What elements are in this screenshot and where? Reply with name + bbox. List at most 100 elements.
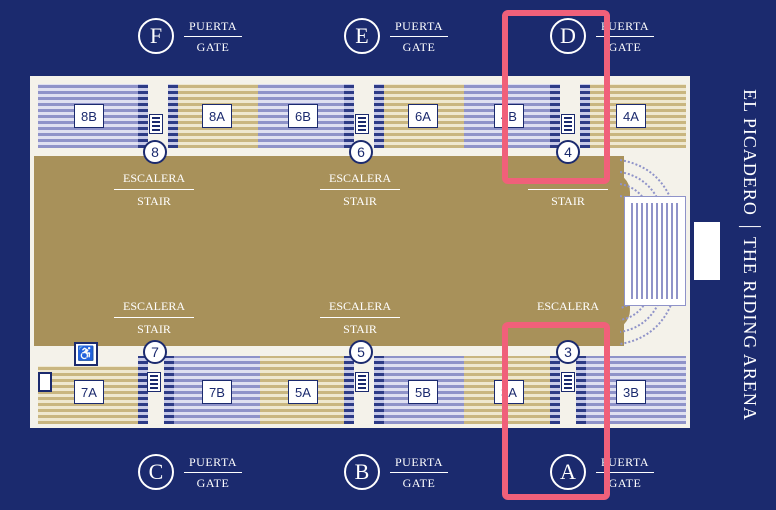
venue-title-es: EL PICADERO (740, 89, 761, 216)
wheelchair-icon: ♿ (74, 342, 98, 366)
gate-divider (596, 471, 654, 473)
venue-title-divider (739, 225, 761, 227)
gate-label: PUERTA GATE (596, 456, 654, 489)
gate-label-es: PUERTA (189, 454, 237, 469)
stair-label-en: STAIR (137, 322, 171, 336)
gate-divider (390, 35, 448, 37)
gate-label-es: PUERTA (189, 18, 237, 33)
highlight-gate-a (502, 322, 610, 500)
stair-number-8[interactable]: 8 (143, 140, 167, 164)
stair-label-en: STAIR (343, 322, 377, 336)
stairs-icon (147, 372, 161, 392)
section-3b-label[interactable]: 3B (616, 380, 646, 404)
gate-letter: A (550, 454, 586, 490)
venue-title: EL PICADERO THE RIDING ARENA (730, 70, 770, 440)
gate-label-en: GATE (402, 475, 436, 490)
stair-label-en: STAIR (343, 194, 377, 208)
gate-d: D PUERTA GATE (550, 18, 654, 54)
aisle-3-right (576, 356, 586, 424)
section-6a-label[interactable]: 6A (408, 104, 438, 128)
stair-label-divider (320, 189, 400, 190)
stair-label: ESCALERA (528, 300, 608, 312)
aisle-8-left (138, 84, 148, 148)
gate-divider (184, 35, 242, 37)
door-icon (38, 372, 52, 392)
gate-divider (184, 471, 242, 473)
stairs-icon (355, 372, 369, 392)
gate-label-en: GATE (196, 475, 230, 490)
aisle-4-right (580, 84, 590, 148)
gate-label-en: GATE (608, 39, 642, 54)
gate-label: PUERTA GATE (390, 20, 448, 53)
gate-label: PUERTA GATE (184, 456, 242, 489)
stair-number-3[interactable]: 3 (556, 340, 580, 364)
stair-number-4[interactable]: 4 (556, 140, 580, 164)
gate-f: F PUERTA GATE (138, 18, 242, 54)
stair-number-5[interactable]: 5 (349, 340, 373, 364)
gate-label: PUERTA GATE (596, 20, 654, 53)
gate-e: E PUERTA GATE (344, 18, 448, 54)
riding-floor (34, 156, 624, 346)
aisle-8-right (168, 84, 178, 148)
aisle-4-left (550, 84, 560, 148)
stair-label-en: STAIR (137, 194, 171, 208)
arena-annex (694, 222, 720, 280)
aisle-7-right (164, 356, 174, 424)
aisle-3-left (550, 356, 560, 424)
stairs-icon (149, 114, 163, 134)
stairs-icon (561, 114, 575, 134)
stair-label: ESCALERA STAIR (114, 172, 194, 207)
arena-map: ♿ (30, 76, 720, 428)
aisle-5-left (344, 356, 354, 424)
stairs-icon (561, 372, 575, 392)
section-7a-label[interactable]: 7A (74, 380, 104, 404)
gate-label-es: PUERTA (395, 18, 443, 33)
stair-label: ESCALERA STAIR (114, 300, 194, 335)
section-4a-label[interactable]: 4A (616, 104, 646, 128)
gate-a: A PUERTA GATE (550, 454, 654, 490)
gate-c: C PUERTA GATE (138, 454, 242, 490)
stair-label-divider (528, 189, 608, 190)
stair-number-7[interactable]: 7 (143, 340, 167, 364)
gate-letter: B (344, 454, 380, 490)
gate-letter: F (138, 18, 174, 54)
aisle-5-right (374, 356, 384, 424)
gate-letter: E (344, 18, 380, 54)
section-8b-label[interactable]: 8B (74, 104, 104, 128)
gate-divider (390, 471, 448, 473)
gate-label-es: PUERTA (601, 18, 649, 33)
gate-label-en: GATE (608, 475, 642, 490)
stair-number-6[interactable]: 6 (349, 140, 373, 164)
stair-label-es: ESCALERA (536, 299, 599, 313)
stair-label-es: ESCALERA (328, 171, 391, 185)
gate-label: PUERTA GATE (390, 456, 448, 489)
aisle-6-right (374, 84, 384, 148)
gate-label-es: PUERTA (395, 454, 443, 469)
stair-label-es: ESCALERA (122, 299, 185, 313)
section-7b-label[interactable]: 7B (202, 380, 232, 404)
gate-letter: C (138, 454, 174, 490)
section-6b-label[interactable]: 6B (288, 104, 318, 128)
gate-label-en: GATE (402, 39, 436, 54)
section-5a-label[interactable]: 5A (288, 380, 318, 404)
gate-letter: D (550, 18, 586, 54)
gate-label-en: GATE (196, 39, 230, 54)
gate-label: PUERTA GATE (184, 20, 242, 53)
stair-label-es: ESCALERA (328, 299, 391, 313)
stair-label-divider (320, 317, 400, 318)
stair-label: STAIR (528, 172, 608, 207)
gate-label-es: PUERTA (601, 454, 649, 469)
stair-label-en: STAIR (551, 194, 585, 208)
royal-box (624, 196, 686, 306)
highlight-gate-d (502, 10, 610, 184)
aisle-6-left (344, 84, 354, 148)
gate-divider (596, 35, 654, 37)
section-8a-label[interactable]: 8A (202, 104, 232, 128)
stair-label-divider (114, 189, 194, 190)
section-5b-label[interactable]: 5B (408, 380, 438, 404)
aisle-7-left (138, 356, 148, 424)
stair-label-divider (114, 317, 194, 318)
stair-label: ESCALERA STAIR (320, 300, 400, 335)
stair-label-es: ESCALERA (122, 171, 185, 185)
stair-label: ESCALERA STAIR (320, 172, 400, 207)
